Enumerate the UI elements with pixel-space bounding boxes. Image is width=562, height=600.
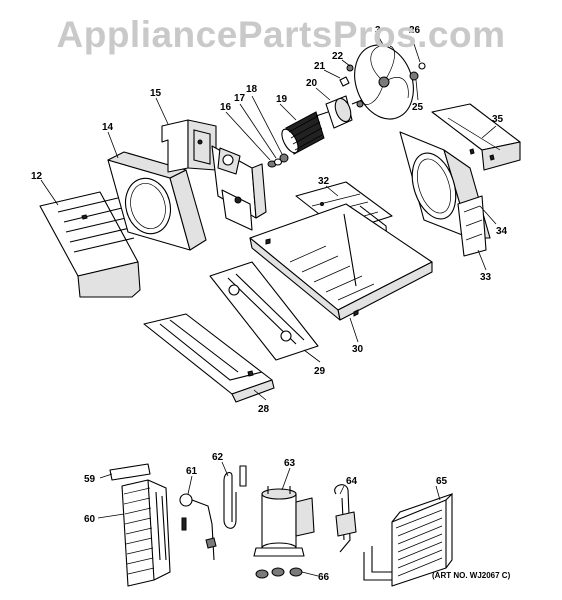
callout-20: 20 (306, 78, 318, 89)
watermark: AppliancePartsPros.com (56, 14, 506, 55)
callout-18: 18 (246, 84, 258, 95)
part-62-suction-tube[interactable] (223, 465, 247, 529)
callout-62: 62 (212, 452, 224, 463)
callout-32: 32 (318, 176, 330, 187)
callout-35: 35 (492, 114, 504, 125)
leader-lines (40, 35, 497, 577)
callout-33: 33 (480, 272, 492, 283)
callout-labels: 12 14 15 16 17 18 19 20 21 22 3 26 25 35… (31, 25, 508, 583)
callout-21: 21 (314, 61, 326, 72)
part-17-washer[interactable] (273, 158, 283, 166)
part-35-top-cover[interactable] (431, 103, 521, 171)
callout-66: 66 (318, 572, 330, 583)
callout-16: 16 (220, 102, 232, 113)
callout-30: 30 (352, 344, 364, 355)
part-64-discharge-tube[interactable] (334, 484, 357, 553)
part-22-nut[interactable] (346, 64, 354, 72)
callout-34: 34 (496, 226, 508, 237)
part-34-orifice[interactable] (399, 131, 491, 239)
part-19-blower-wheel[interactable] (279, 111, 325, 155)
part-20-fan-motor[interactable] (315, 95, 364, 129)
callout-64: 64 (346, 476, 358, 487)
callout-65: 65 (436, 476, 448, 487)
callout-17: 17 (234, 93, 246, 104)
part-control-panel[interactable] (211, 145, 267, 231)
part-60-evaporator-coil[interactable] (121, 479, 171, 587)
callout-3: 3 (375, 25, 381, 36)
part-63-compressor[interactable] (253, 486, 315, 557)
art-number: (ART NO. WJ2067 C) (432, 571, 511, 580)
callout-15: 15 (150, 88, 162, 99)
part-29-drain-channel[interactable] (209, 261, 319, 361)
callout-63: 63 (284, 458, 296, 469)
callout-28: 28 (258, 404, 270, 415)
part-65-condenser-coil[interactable] (363, 492, 453, 587)
callout-12: 12 (31, 171, 43, 182)
callout-60: 60 (84, 514, 96, 525)
part-28-air-duct[interactable] (143, 313, 275, 403)
callout-22: 22 (332, 51, 344, 62)
part-59-bracket[interactable] (109, 463, 151, 481)
part-25-nut[interactable] (409, 71, 419, 81)
part-21-clip[interactable] (339, 76, 350, 87)
callout-14: 14 (102, 122, 114, 133)
callout-59: 59 (84, 474, 96, 485)
callout-26: 26 (409, 25, 421, 36)
part-3-fan-blade[interactable] (345, 37, 424, 128)
part-26-washer[interactable] (418, 62, 426, 70)
part-30-base-pan[interactable] (249, 203, 433, 321)
part-33-side-bracket[interactable] (457, 195, 487, 257)
callout-25: 25 (412, 102, 424, 113)
part-12-grille-panel[interactable] (39, 191, 141, 298)
callout-29: 29 (314, 366, 326, 377)
part-15-control-bracket[interactable] (161, 119, 217, 173)
part-14-shroud[interactable] (107, 151, 207, 251)
part-66-grommets[interactable] (255, 567, 303, 579)
callout-19: 19 (276, 94, 288, 105)
part-61-sensor-tube[interactable] (179, 493, 217, 561)
part-18-nut[interactable] (279, 153, 289, 163)
callout-61: 61 (186, 466, 198, 477)
